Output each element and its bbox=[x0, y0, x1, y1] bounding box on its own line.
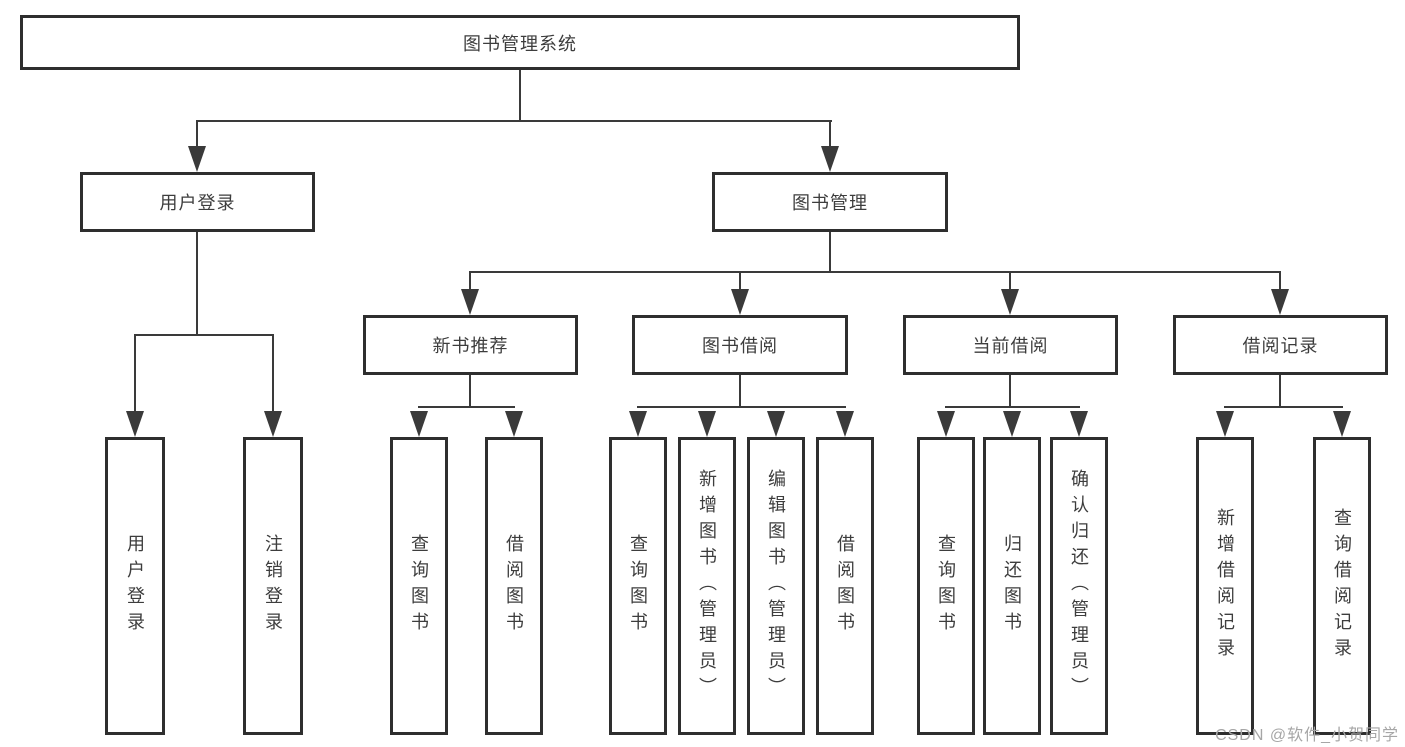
leaf-query-borrow-record: 查询借阅记录 bbox=[1313, 437, 1371, 735]
node-label: 借阅记录 bbox=[1242, 336, 1319, 356]
arrow-down-icon bbox=[461, 289, 479, 315]
arrow-down-icon bbox=[1070, 411, 1088, 437]
leaf-label: 新增图书（管理员） bbox=[697, 469, 717, 703]
connector-line bbox=[945, 406, 1080, 408]
node-label: 当前借阅 bbox=[972, 336, 1049, 356]
connector-line bbox=[1009, 271, 1011, 291]
arrow-down-icon bbox=[937, 411, 955, 437]
arrow-down-icon bbox=[1333, 411, 1351, 437]
leaf-label: 查询图书 bbox=[936, 534, 956, 638]
leaf-borrow-book-1: 借阅图书 bbox=[485, 437, 543, 735]
leaf-label: 查询图书 bbox=[409, 534, 429, 638]
arrow-down-icon bbox=[821, 146, 839, 172]
arrow-down-icon bbox=[264, 411, 282, 437]
connector-line bbox=[739, 375, 741, 408]
leaf-label: 用户登录 bbox=[125, 534, 145, 638]
leaf-query-book-3: 查询图书 bbox=[917, 437, 975, 735]
arrow-down-icon bbox=[188, 146, 206, 172]
node-user-login: 用户登录 bbox=[80, 172, 315, 232]
leaf-user-login: 用户登录 bbox=[105, 437, 165, 735]
connector-line bbox=[1224, 406, 1343, 408]
node-label: 用户登录 bbox=[159, 193, 236, 213]
leaf-borrow-book-2: 借阅图书 bbox=[816, 437, 874, 735]
leaf-label: 查询图书 bbox=[628, 534, 648, 638]
connector-line bbox=[829, 232, 831, 273]
connector-line bbox=[134, 334, 274, 336]
leaf-label: 借阅图书 bbox=[504, 534, 524, 638]
arrow-down-icon bbox=[1001, 289, 1019, 315]
node-root: 图书管理系统 bbox=[20, 15, 1020, 70]
connector-line bbox=[469, 271, 471, 291]
connector-line bbox=[739, 271, 741, 291]
connector-line bbox=[1279, 375, 1281, 408]
node-borrow-records: 借阅记录 bbox=[1173, 315, 1388, 375]
arrow-down-icon bbox=[505, 411, 523, 437]
arrow-down-icon bbox=[1003, 411, 1021, 437]
node-book-management: 图书管理 bbox=[712, 172, 948, 232]
arrow-down-icon bbox=[767, 411, 785, 437]
leaf-label: 借阅图书 bbox=[835, 534, 855, 638]
connector-line bbox=[1279, 271, 1281, 291]
node-root-label: 图书管理系统 bbox=[463, 33, 577, 54]
arrow-down-icon bbox=[1271, 289, 1289, 315]
leaf-edit-book-admin: 编辑图书（管理员） bbox=[747, 437, 805, 735]
leaf-logout: 注销登录 bbox=[243, 437, 303, 735]
connector-line bbox=[469, 375, 471, 408]
arrow-down-icon bbox=[629, 411, 647, 437]
connector-line bbox=[134, 334, 136, 414]
connector-line bbox=[196, 120, 832, 122]
leaf-query-book-1: 查询图书 bbox=[390, 437, 448, 735]
arrow-down-icon bbox=[410, 411, 428, 437]
arrow-down-icon bbox=[698, 411, 716, 437]
leaf-label: 新增借阅记录 bbox=[1215, 508, 1235, 664]
connector-line bbox=[469, 271, 1281, 273]
csdn-watermark: CSDN @软件_小贺同学 bbox=[1215, 727, 1399, 744]
leaf-add-book-admin: 新增图书（管理员） bbox=[678, 437, 736, 735]
node-label: 图书管理 bbox=[792, 193, 868, 213]
leaf-query-book-2: 查询图书 bbox=[609, 437, 667, 735]
connector-line bbox=[637, 406, 846, 408]
arrow-down-icon bbox=[836, 411, 854, 437]
leaf-label: 确认归还（管理员） bbox=[1069, 469, 1089, 703]
arrow-down-icon bbox=[126, 411, 144, 437]
arrow-down-icon bbox=[1216, 411, 1234, 437]
leaf-return-book: 归还图书 bbox=[983, 437, 1041, 735]
connector-line bbox=[829, 120, 831, 150]
leaf-label: 查询借阅记录 bbox=[1332, 508, 1352, 664]
connector-line bbox=[1009, 375, 1011, 408]
leaf-label: 注销登录 bbox=[263, 534, 283, 638]
arrow-down-icon bbox=[731, 289, 749, 315]
leaf-confirm-return-admin: 确认归还（管理员） bbox=[1050, 437, 1108, 735]
connector-line bbox=[196, 120, 198, 150]
connector-line bbox=[272, 334, 274, 414]
node-book-borrow: 图书借阅 bbox=[632, 315, 848, 375]
leaf-label: 编辑图书（管理员） bbox=[766, 469, 786, 703]
node-label: 图书借阅 bbox=[702, 336, 778, 356]
leaf-label: 归还图书 bbox=[1002, 534, 1022, 638]
node-label: 新书推荐 bbox=[432, 336, 509, 356]
connector-line bbox=[418, 406, 515, 408]
connector-line bbox=[519, 70, 521, 122]
node-new-book-recommend: 新书推荐 bbox=[363, 315, 578, 375]
leaf-add-borrow-record: 新增借阅记录 bbox=[1196, 437, 1254, 735]
connector-line bbox=[196, 232, 198, 336]
node-current-borrow: 当前借阅 bbox=[903, 315, 1118, 375]
